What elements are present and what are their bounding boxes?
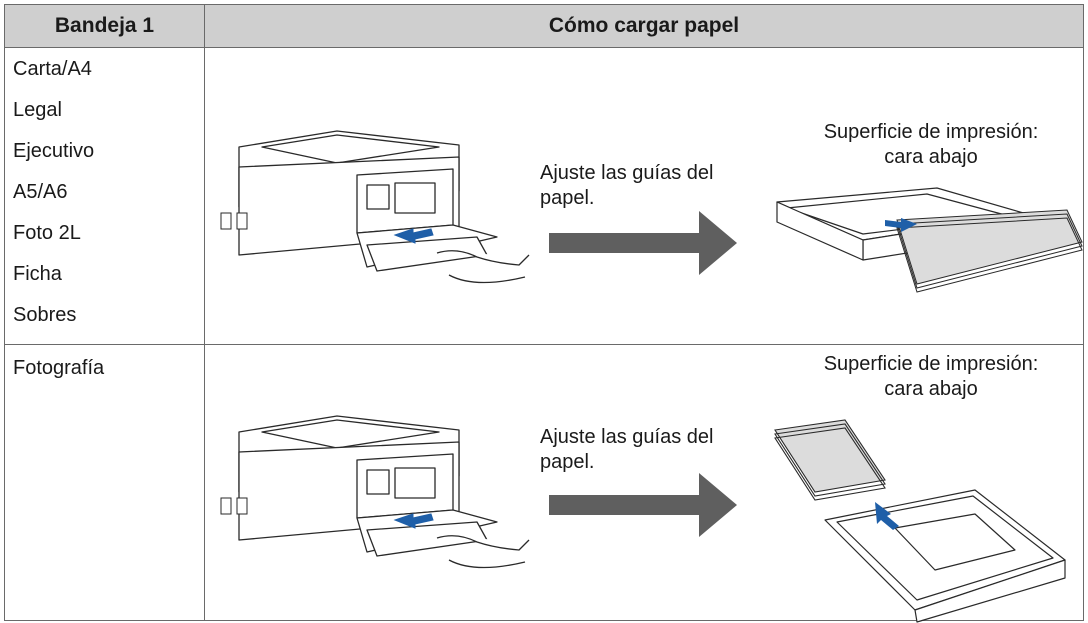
printer-illustration xyxy=(220,130,530,284)
caption-line: Ajuste las guías del xyxy=(540,426,714,448)
insert-arrow-icon xyxy=(875,502,899,530)
paper-size-list: Carta/A4 Legal Ejecutivo A5/A6 Foto 2L F… xyxy=(13,58,94,345)
paper-size-item: Ejecutivo xyxy=(13,140,95,162)
paper-size-item: Sobres xyxy=(13,304,77,326)
paper-loading-table: Bandeja 1 Cómo cargar papel Carta/A4 Leg… xyxy=(4,4,1084,623)
print-surface-note: Superficie de impresión: cara abajo xyxy=(781,352,1081,402)
surface-line: cara abajo xyxy=(884,146,978,168)
caption-line: Ajuste las guías del xyxy=(540,162,714,184)
caption-line: papel. xyxy=(540,187,595,209)
printer-illustration xyxy=(220,415,530,569)
surface-line: cara abajo xyxy=(884,378,978,400)
paper-size-item: A5/A6 xyxy=(13,181,68,203)
paper-tray-illustration xyxy=(776,187,1083,293)
right-arrow-icon xyxy=(549,473,737,537)
column-divider xyxy=(204,5,205,620)
guide-arrow-icon xyxy=(393,513,434,529)
caption-line: papel. xyxy=(540,451,595,473)
paper-size-item: Legal xyxy=(13,99,62,121)
paper-size-item: Carta/A4 xyxy=(13,58,92,80)
photo-tray-label: Fotografía xyxy=(13,357,105,379)
paper-size-item: Ficha xyxy=(13,263,62,285)
header-how-to-load: Cómo cargar papel xyxy=(205,5,1083,48)
surface-line: Superficie de impresión: xyxy=(823,121,1039,143)
adjust-guides-caption: Ajuste las guías del papel. xyxy=(540,161,713,211)
paper-size-item: Foto 2L xyxy=(13,222,81,244)
header-tray-1: Bandeja 1 xyxy=(5,5,204,48)
surface-line: Superficie de impresión: xyxy=(823,353,1039,375)
row-divider xyxy=(5,344,1083,345)
adjust-guides-caption: Ajuste las guías del papel. xyxy=(540,425,713,475)
photo-tray-illustration xyxy=(774,419,1066,623)
guide-arrow-icon xyxy=(393,228,434,244)
right-arrow-icon xyxy=(549,211,737,275)
insert-arrow-icon xyxy=(885,218,917,232)
print-surface-note: Superficie de impresión: cara abajo xyxy=(781,120,1081,170)
